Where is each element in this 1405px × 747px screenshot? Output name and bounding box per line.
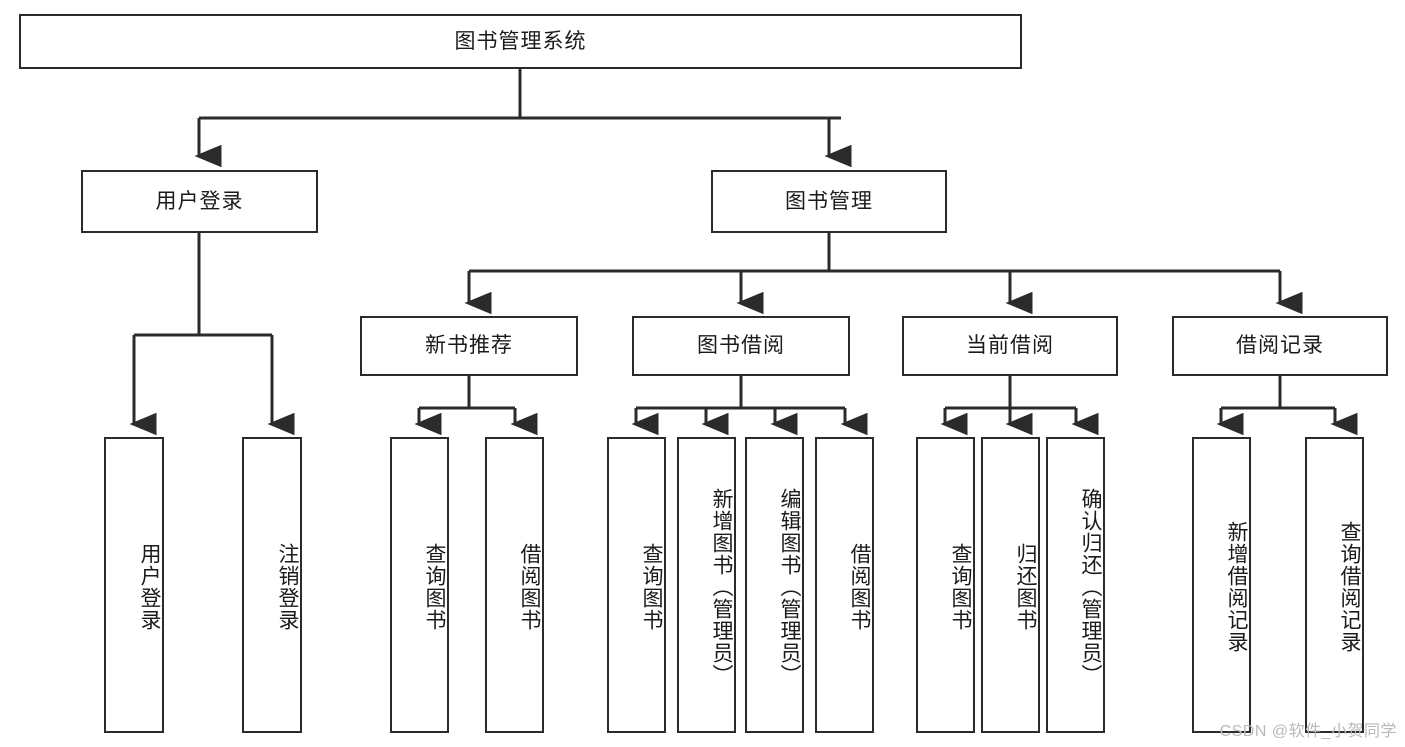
node-leaf-user-login[interactable]: 用户登录	[104, 437, 164, 733]
node-leaf-rec-borrow-book-label: 借阅图书	[518, 543, 541, 631]
node-leaf-user-logout-label: 注销登录	[276, 543, 299, 631]
node-current-borrow-label: 当前借阅	[966, 334, 1054, 358]
node-leaf-borrow-query-book[interactable]: 查询图书	[607, 437, 666, 733]
edge-bookmanage-bus	[469, 233, 1280, 273]
node-user-login-label: 用户登录	[155, 189, 244, 213]
edge-root-to-level2	[194, 118, 852, 168]
node-leaf-user-logout[interactable]: 注销登录	[242, 437, 302, 733]
edge-bookborrow-to-leaves	[631, 408, 868, 436]
node-leaf-rec-add-record-label: 新增借阅记录	[1225, 521, 1248, 653]
node-leaf-borrow-query-book-label: 查询图书	[640, 543, 663, 631]
node-leaf-rec-query-book-label: 查询图书	[423, 543, 446, 631]
edge-currentborrow-bus	[945, 376, 1076, 410]
node-book-borrow[interactable]: 图书借阅	[632, 316, 850, 376]
node-borrow-record-label: 借阅记录	[1236, 334, 1324, 358]
node-book-borrow-label: 图书借阅	[697, 334, 785, 358]
edge-borrowrecord-bus	[1221, 376, 1335, 410]
node-leaf-borrow-add-book[interactable]: 新增图书（管理员）	[677, 437, 736, 733]
node-new-book-rec[interactable]: 新书推荐	[360, 316, 578, 376]
node-root-label: 图书管理系统	[454, 29, 587, 53]
node-leaf-borrow-borrow-book-label: 借阅图书	[848, 543, 871, 631]
watermark: CSDN @软件_小贺同学	[1219, 723, 1397, 740]
edge-bookmanage-to-level3	[464, 271, 1303, 315]
node-leaf-cur-return-book[interactable]: 归还图书	[981, 437, 1040, 733]
edge-userlogin-to-leaves	[129, 335, 295, 436]
edge-newbookrec-bus	[419, 376, 515, 410]
edge-bookborrow-bus	[636, 376, 845, 410]
edge-newbookrec-to-leaves	[414, 408, 538, 436]
node-leaf-borrow-edit-book-label: 编辑图书（管理员）	[778, 488, 801, 686]
node-new-book-rec-label: 新书推荐	[425, 334, 513, 358]
node-root[interactable]: 图书管理系统	[19, 14, 1022, 69]
node-leaf-borrow-add-book-label: 新增图书（管理员）	[710, 488, 733, 686]
node-borrow-record[interactable]: 借阅记录	[1172, 316, 1388, 376]
edge-borrowrecord-to-leaves	[1216, 408, 1358, 436]
node-leaf-cur-query-book[interactable]: 查询图书	[916, 437, 975, 733]
node-book-manage[interactable]: 图书管理	[711, 170, 947, 233]
node-leaf-rec-query-record[interactable]: 查询借阅记录	[1305, 437, 1364, 733]
node-leaf-cur-return-book-label: 归还图书	[1014, 543, 1037, 631]
edge-root-bus	[199, 69, 841, 120]
node-user-login[interactable]: 用户登录	[81, 170, 318, 233]
node-leaf-borrow-edit-book[interactable]: 编辑图书（管理员）	[745, 437, 804, 733]
node-leaf-rec-query-record-label: 查询借阅记录	[1338, 521, 1361, 653]
node-leaf-borrow-borrow-book[interactable]: 借阅图书	[815, 437, 874, 733]
node-current-borrow[interactable]: 当前借阅	[902, 316, 1118, 376]
edge-currentborrow-to-leaves	[940, 408, 1099, 436]
node-leaf-user-login-label: 用户登录	[138, 543, 161, 631]
node-leaf-cur-query-book-label: 查询图书	[949, 543, 972, 631]
node-leaf-rec-query-book[interactable]: 查询图书	[390, 437, 449, 733]
node-leaf-cur-confirm-return[interactable]: 确认归还（管理员）	[1046, 437, 1105, 733]
node-leaf-rec-add-record[interactable]: 新增借阅记录	[1192, 437, 1251, 733]
node-book-manage-label: 图书管理	[785, 189, 873, 213]
node-leaf-cur-confirm-return-label: 确认归还（管理员）	[1079, 488, 1102, 686]
node-leaf-rec-borrow-book[interactable]: 借阅图书	[485, 437, 544, 733]
edge-userlogin-bus	[134, 233, 272, 337]
